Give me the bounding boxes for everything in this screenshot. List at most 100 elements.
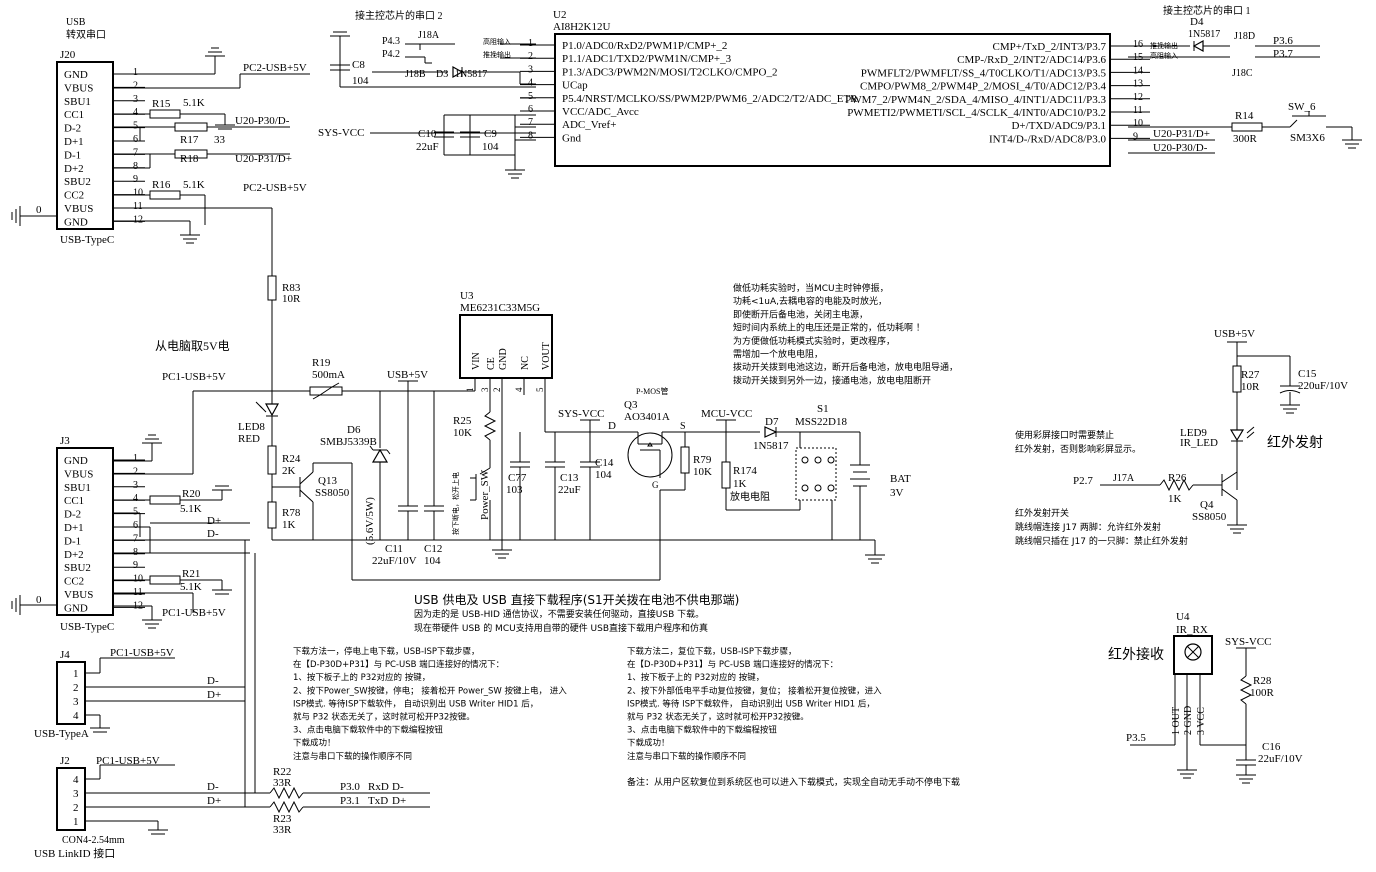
ir-tx-wiring: [1100, 341, 1301, 534]
led8-ref: LED8: [238, 421, 265, 433]
j3-pin-label: D+1: [64, 522, 84, 534]
note-line: 就与 P32 状态无关了，这时就可松开P32按键。: [293, 712, 475, 723]
u2-left-pin-number: 5: [528, 91, 533, 102]
u2-left-pin-number: 2: [528, 51, 533, 62]
note-line: 1、按下板子上的 P32对应的 按键，: [627, 672, 764, 683]
c14-ref: C14: [595, 457, 614, 469]
u2-left-pin-label: P1.3/ADC3/PWM2N/MOSI/T2CLKO/CMPO_2: [562, 66, 777, 78]
c9-ref: C9: [484, 128, 497, 140]
j3-pin-number: 10: [133, 574, 143, 585]
u2-right-pin-number: 12: [1133, 92, 1143, 103]
note-line: 3、点击电脑下载软件中的下载编程按钮: [627, 725, 777, 736]
d6-ref: D6: [347, 424, 361, 436]
note-line: 下载方法二，复位下载，USB-ISP下载步骤，: [627, 646, 797, 657]
j4-pin-number: 4: [73, 710, 79, 722]
led9-ref: LED9: [1180, 427, 1207, 439]
u2-right-pin-label: PWM7_2/PWM4N_2/SDA_4/MISO_4/INT1/ADC11/P…: [845, 94, 1106, 106]
r26-val: 1K: [1168, 493, 1182, 505]
u4-ref: U4: [1176, 611, 1190, 623]
q13-ref: Q13: [318, 475, 337, 487]
d4-ref: D4: [1190, 16, 1204, 28]
p42-net: P4.2: [382, 49, 400, 60]
s1-val: MSS22D18: [795, 416, 847, 428]
j20-u20p30-net: U20-P30/D-: [235, 115, 290, 127]
j2-ref: J2: [60, 755, 70, 767]
q4-ref: Q4: [1200, 499, 1214, 511]
c8-val: 104: [352, 75, 369, 87]
u2-left-pin-label: ADC_Vref+: [562, 119, 616, 131]
j20-pin-number: 3: [133, 94, 138, 105]
q3-pin-s: S: [680, 421, 686, 432]
ir-tx-title: 红外发射: [1267, 435, 1323, 451]
j3-pin-label: VBUS: [64, 589, 93, 601]
note-line: 下载成功！: [293, 738, 336, 749]
d3-ref: D3: [436, 69, 448, 80]
j18d-ref: J18D: [1234, 31, 1255, 42]
j3-pin-label: SBU1: [64, 482, 91, 494]
j20-pin-number: 7: [133, 147, 138, 158]
j2-pin-number: 2: [73, 802, 79, 814]
u3-pin-label: GND: [498, 348, 509, 370]
u4-part: IR_RX: [1176, 624, 1208, 636]
u2-left-pin-number: 7: [528, 117, 533, 128]
j18c-ref: J18C: [1232, 68, 1253, 79]
u2-right-pin-number: 14: [1133, 65, 1143, 76]
c11-val: 22uF/10V: [372, 555, 417, 567]
u2-right-pin-label: CMP+/TxD_2/INT3/P3.7: [993, 41, 1107, 53]
j4-pin-number: 1: [73, 668, 79, 680]
u2-left-pin-label: P1.1/ADC1/TXD2/PWM1N/CMP+_3: [562, 53, 732, 65]
j3-dp-net: D+: [207, 515, 221, 527]
u2-right-pin-label: INT4/D-/RxD/ADC8/P3.0: [989, 133, 1107, 145]
r78-ref: R78: [282, 507, 301, 519]
u3-pin-label: NC: [520, 356, 531, 370]
j20-pin-label: SBU1: [64, 96, 91, 108]
note-line: 2、按下Power_SW按键，停电； 接着松开 Power_SW 按键上电， 进…: [293, 685, 567, 696]
u3-ref: U3: [460, 290, 474, 302]
p37-net: P3.7: [1273, 48, 1293, 60]
usb-section: USB 供电及 USB 直接下载程序(S1开关拨在电池不供电那端) 因为走的是 …: [414, 592, 739, 634]
q3-ref: Q3: [624, 399, 638, 411]
j20-pin-label: D-2: [64, 123, 81, 135]
j4-dp-net: D+: [207, 689, 221, 701]
u2-left-pin-label: P5.4/NRST/MCLKO/SS/PWM2P/PWM6_2/ADC2/T2/…: [562, 93, 858, 105]
j4-pc1-net: PC1-USB+5V: [110, 647, 174, 659]
u3-pin-label: VIN: [471, 352, 482, 370]
j4-pin-number: 3: [73, 696, 79, 708]
j20-pin-label: CC2: [64, 190, 84, 202]
j20-pin-number: 12: [133, 214, 143, 225]
u2-right-pin-number: 11: [1133, 105, 1143, 116]
push-out-r: 推挽输出: [1150, 41, 1178, 50]
c16-ref: C16: [1262, 741, 1281, 753]
j20-pin-label: CC1: [64, 109, 84, 121]
j2-pin-number: 3: [73, 788, 79, 800]
note-line: ISP模式. 等待ISP下载软件， 自动识别出 USB Writer HID1 …: [293, 698, 538, 709]
j20-pin-label: D+1: [64, 136, 84, 148]
u2-ref: U2: [553, 9, 566, 21]
ir-rx-title: 红外接收: [1108, 646, 1164, 663]
note-line: 下载成功！: [627, 738, 670, 749]
c14-val: 104: [595, 469, 612, 481]
j3-pin-number: 1: [133, 453, 138, 464]
j2-wiring: [85, 540, 430, 835]
usb-section-line1: 因为走的是 USB-HID 通信协议，不需要安装任何驱动，直接USB 下载。: [414, 608, 704, 620]
u2-right-pin-number: 10: [1133, 118, 1143, 129]
r22-val: 33R: [273, 777, 292, 789]
txd-net: TxD: [368, 795, 388, 807]
s1-ref: S1: [817, 403, 829, 415]
power-sw-label: Power_SW: [479, 469, 491, 520]
c15-val: 220uF/10V: [1298, 380, 1348, 392]
u2-right-pin-label: CMP-/RxD_2/INT2/ADC14/P3.6: [957, 54, 1106, 66]
c10-ref: C10: [418, 128, 437, 140]
j18a-ref: J18A: [418, 30, 440, 41]
r21-ref: R21: [182, 568, 200, 580]
r28-ref: R28: [1253, 675, 1272, 687]
note-line: 即使断开后备电池，关闭主电源，: [733, 308, 868, 320]
j2-labels: PC1-USB+5V D- D+ R22 33R R23 33R P3.0 Rx…: [96, 755, 406, 836]
u2-part: AI8H2K12U: [553, 21, 610, 33]
u3-pin-number: 2: [492, 388, 502, 393]
c16-val: 22uF/10V: [1258, 753, 1303, 765]
led9-val: IR_LED: [1180, 437, 1218, 449]
power-wiring: [193, 208, 885, 581]
ir-sw3: 跳线帽只插在 J17 的一只脚：禁止红外发射: [1015, 535, 1188, 547]
